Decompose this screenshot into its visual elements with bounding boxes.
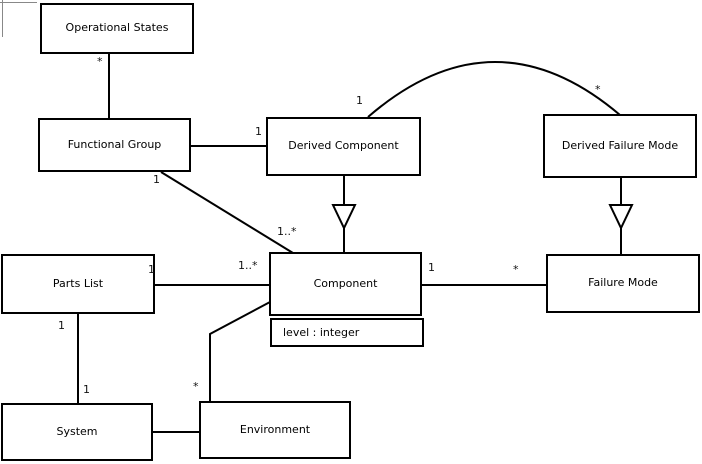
multiplicity-label: 1: [356, 94, 363, 107]
class-name-label: System: [56, 424, 98, 438]
class-derived-component: Derived Component: [266, 117, 421, 176]
class-operational-states: Operational States: [40, 3, 194, 54]
class-functional-group: Functional Group: [38, 118, 191, 172]
frame-corner-lines: [0, 0, 37, 37]
multiplicity-label: *: [193, 380, 199, 393]
edge-funcgroup-component: [160, 171, 294, 254]
multiplicity-label: 1: [83, 383, 90, 396]
class-name-label: Parts List: [52, 276, 104, 290]
class-failure-mode: Failure Mode: [546, 254, 700, 313]
multiplicity-label: *: [513, 263, 519, 276]
class-name-label: Functional Group: [67, 137, 162, 151]
class-system: System: [1, 403, 153, 461]
class-name-label: Operational States: [65, 21, 169, 35]
generalization-arrowhead-icon: [331, 204, 357, 231]
class-environment: Environment: [199, 401, 351, 459]
class-component: Component: [269, 252, 422, 316]
multiplicity-label: *: [97, 55, 103, 68]
class-name-label: Component: [313, 276, 378, 290]
multiplicity-label: 1: [58, 319, 65, 332]
multiplicity-label: 1: [148, 263, 155, 276]
attribute-label: level : integer: [283, 326, 360, 339]
class-name-label: Environment: [239, 422, 311, 436]
edge-component-environment: [209, 301, 271, 401]
class-name-label: Failure Mode: [588, 276, 658, 290]
multiplicity-label: 1..*: [238, 259, 258, 272]
class-name-label: Derived Component: [288, 139, 399, 153]
class-derived-failure-mode: Derived Failure Mode: [543, 114, 697, 178]
multiplicity-label: 1: [153, 173, 160, 186]
multiplicity-label: 1: [428, 261, 435, 274]
class-parts-list: Parts List: [1, 254, 155, 314]
multiplicity-label: 1: [255, 125, 262, 138]
multiplicity-label: 1..*: [277, 225, 297, 238]
edge-derivedcomponent-derivedfailuremode-arc: [367, 61, 621, 118]
generalization-arrowhead-icon: [608, 204, 634, 231]
multiplicity-label: *: [595, 83, 601, 96]
class-name-label: Derived Failure Mode: [561, 138, 679, 152]
class-component-attributes: level : integer: [270, 318, 424, 347]
